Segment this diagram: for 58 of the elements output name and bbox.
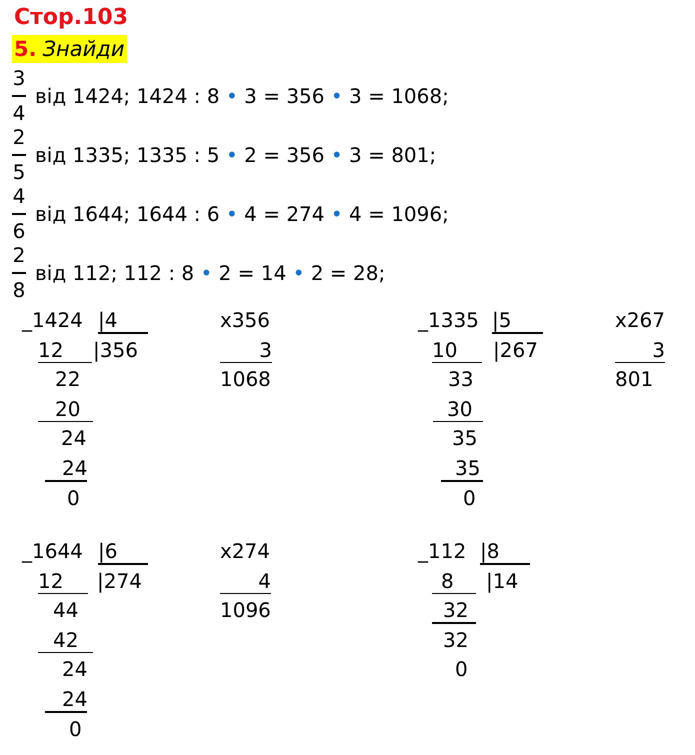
calculation-number: 24 (62, 687, 88, 711)
calculation-number: 30 (447, 396, 472, 421)
equation-text: від 112; 112 : 8 • 2 = 14 • 2 = 28; (35, 261, 386, 285)
calculation-number: _112 (418, 539, 466, 563)
calculation-number: 33 (448, 367, 474, 392)
calculation-number: x267 (615, 308, 666, 332)
task-number: 5. (14, 37, 37, 61)
calculation-number: 0 (69, 716, 82, 741)
calculation-number: |274 (97, 568, 142, 593)
equation-text: від 1424; 1424 : 8 • 3 = 356 • 3 = 1068; (35, 84, 449, 108)
equation-text: від 1644; 1644 : 6 • 4 = 274 • 4 = 1096; (35, 202, 449, 226)
calculation-number: 0 (463, 486, 476, 510)
fraction-number: 3 (12, 66, 26, 90)
calculation-number: x356 (220, 308, 270, 332)
calculation-number: 0 (455, 657, 468, 682)
page-heading: Стор.103 (14, 4, 128, 32)
calculation-number: 22 (55, 367, 80, 392)
calculation-number: |267 (493, 338, 538, 362)
calculation-number: 35 (455, 456, 480, 480)
calculation-number: 1068 (220, 367, 271, 392)
calculation-number: 10 (432, 338, 458, 362)
calculation-number: 8 (441, 568, 454, 593)
calculation-number: 12 (38, 568, 64, 593)
calculation-number: 3 (259, 338, 272, 362)
calculation-number: _1335 (418, 308, 479, 332)
calculation-number: |14 (486, 568, 518, 593)
calculation-number: |8 (480, 539, 500, 563)
calculation-number: 35 (452, 426, 478, 450)
calculation-number: |6 (98, 539, 118, 563)
calculation-number: |4 (98, 308, 118, 332)
calculation-number: 20 (55, 396, 80, 421)
calculation-number: 1096 (220, 598, 271, 622)
calculation-number: _1644 (22, 539, 83, 563)
calculation-number: 24 (61, 426, 86, 450)
task-title: Знайди (42, 37, 124, 61)
calculation-number: 32 (443, 598, 468, 622)
calculation-number: 0 (67, 486, 80, 510)
calculation-number: 4 (258, 568, 271, 593)
calculation-number: 12 (38, 338, 64, 362)
calculation-number: 24 (62, 657, 88, 682)
equation-text: від 1335; 1335 : 5 • 2 = 356 • 3 = 801; (35, 143, 436, 167)
calculation-number: 44 (53, 598, 78, 622)
calculation-number: 801 (615, 367, 654, 392)
fraction-number: 6 (12, 219, 26, 243)
fraction-number: 4 (12, 184, 26, 208)
calculation-number: 3 (652, 338, 665, 362)
calculation-number: |356 (93, 338, 138, 362)
calculation-number: 32 (443, 628, 468, 652)
calculation-number: 24 (62, 456, 88, 480)
calculation-number: x274 (220, 539, 270, 563)
fraction-number: 8 (12, 278, 26, 302)
fraction-number: 2 (12, 243, 26, 267)
fraction-number: 2 (12, 125, 26, 149)
calculation-number: |5 (492, 308, 512, 332)
fraction-number: 4 (12, 101, 26, 125)
fraction-number: 5 (12, 160, 26, 184)
calculation-number: _1424 (22, 308, 83, 332)
calculation-number: 42 (53, 628, 78, 652)
